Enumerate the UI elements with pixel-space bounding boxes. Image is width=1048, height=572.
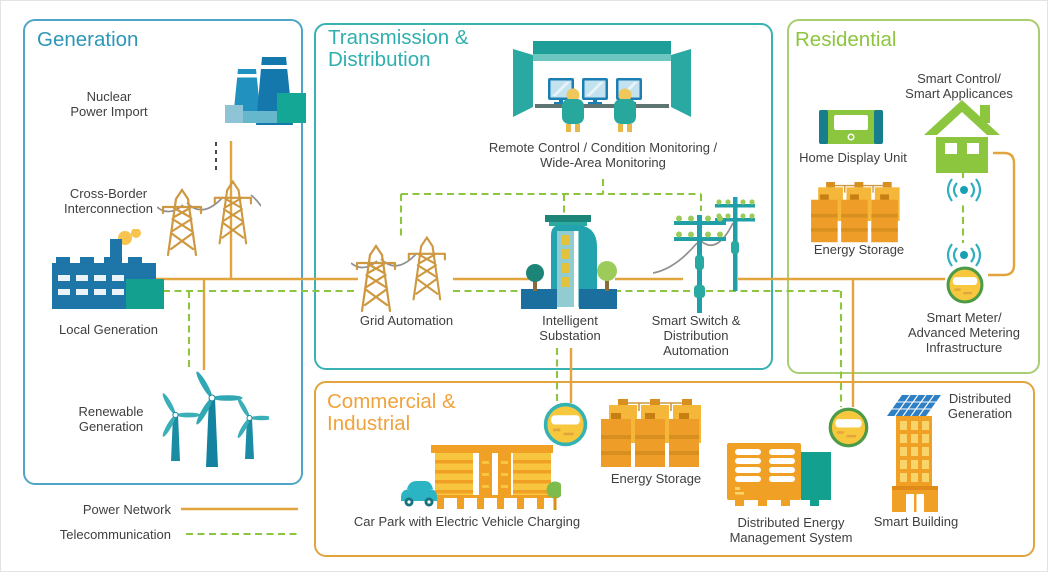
- dems-label: Distributed Energy Management System: [729, 515, 853, 546]
- wind-turbines-icon: [162, 371, 269, 467]
- transmission-distribution-section-box: [314, 23, 773, 370]
- smart-building-solar-icon: [887, 394, 941, 512]
- commercial-industrial-title: Commercial & Industrial: [327, 390, 456, 436]
- cross-border-towers-icon: [157, 180, 261, 257]
- generation-title: Generation: [37, 28, 139, 51]
- wireless-signal-icon: [943, 243, 985, 267]
- intelligent-substation-label: Intelligent Substation: [539, 313, 601, 344]
- generation-section-box: [23, 19, 303, 485]
- legend-power-network-label: Power Network: [82, 502, 171, 517]
- car-park-ev-label: Car Park with Electric Vehicle Charging: [353, 514, 581, 529]
- power-network-lines: [153, 141, 945, 511]
- local-generation-label: Local Generation: [58, 322, 158, 337]
- smart-switch-poles-icon: [653, 197, 755, 313]
- commercial-industrial-section-box: [314, 381, 1035, 557]
- home-display-unit-icon: [819, 110, 883, 144]
- home-display-unit-label: Home Display Unit: [799, 150, 907, 165]
- nuclear-cooling-towers-icon: [225, 57, 306, 125]
- car-park-ev-charging-icon: [401, 445, 561, 510]
- legend-telecommunication-label: Telecommunication: [59, 527, 171, 542]
- smart-building-label: Smart Building: [873, 514, 959, 529]
- residential-title: Residential: [795, 28, 897, 51]
- ci-energy-storage-label: Energy Storage: [610, 471, 702, 486]
- cross-border-interconnection-label: Cross-Border Interconnection: [64, 186, 153, 217]
- energy-storage-batteries-icon: [811, 182, 900, 243]
- distributed-generation-label: Distributed Generation: [947, 391, 1013, 422]
- smart-meter-icon: [543, 402, 588, 447]
- transmission-distribution-title: Transmission & Distribution: [328, 26, 469, 72]
- smart-meter-icon: [946, 266, 984, 304]
- smart-home-house-icon: [924, 100, 1000, 173]
- wireless-signal-icon: [943, 178, 985, 202]
- house-to-meter-power-line: [988, 151, 1016, 277]
- energy-storage-batteries-icon: [601, 399, 701, 467]
- control-room-icon: [513, 41, 691, 132]
- grid-automation-label: Grid Automation: [359, 313, 454, 328]
- residential-energy-storage-label: Energy Storage: [813, 242, 905, 257]
- nuclear-power-import-label: Nuclear Power Import: [70, 89, 148, 120]
- distributed-energy-management-icon: [727, 443, 831, 506]
- remote-control-monitoring-label: Remote Control / Condition Monitoring / …: [488, 140, 718, 171]
- smart-control-appliances-label: Smart Control/ Smart Applicances: [905, 71, 1013, 102]
- grid-automation-towers-icon: [351, 236, 446, 313]
- residential-section-box: [787, 19, 1040, 374]
- smart-meter-icon: [828, 407, 869, 448]
- smart-meter-ami-label: Smart Meter/ Advanced Metering Infrastru…: [907, 310, 1020, 356]
- intelligent-substation-icon: [521, 215, 617, 309]
- renewable-generation-label: Renewable Generation: [78, 404, 144, 435]
- factory-icon: [52, 229, 164, 309]
- smart-switch-distribution-label: Smart Switch & Distribution Automation: [651, 313, 741, 359]
